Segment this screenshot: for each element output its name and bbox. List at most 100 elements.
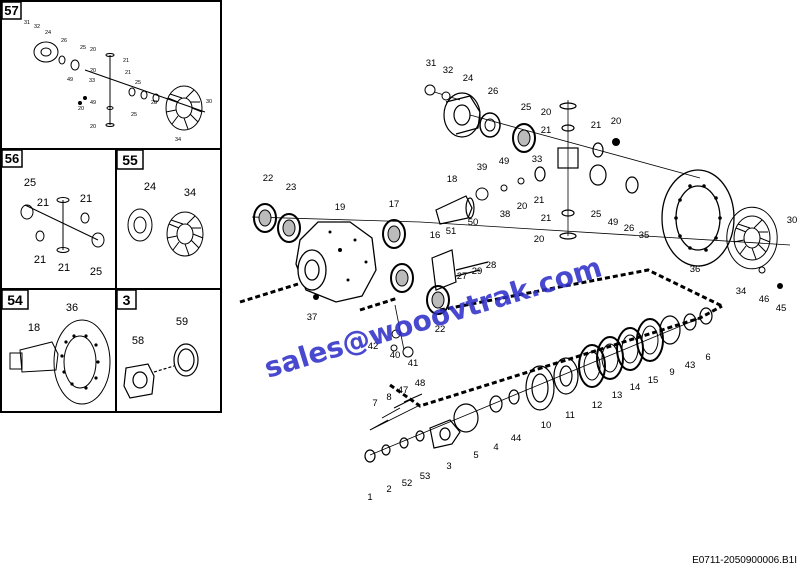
svg-text:17: 17 [389,199,400,210]
svg-text:20: 20 [90,124,96,130]
svg-text:8: 8 [386,392,391,403]
svg-text:58: 58 [132,335,144,347]
panel-55-label: 55 [122,152,138,168]
svg-text:21: 21 [534,195,545,206]
svg-text:19: 19 [335,202,346,213]
svg-text:6: 6 [705,352,710,363]
svg-text:25: 25 [24,177,36,189]
svg-text:28: 28 [151,100,157,106]
svg-text:40: 40 [390,350,401,361]
svg-text:43: 43 [685,360,696,371]
drawing-code: E0711-2050900006.B1I [692,555,797,566]
svg-text:21: 21 [123,58,129,64]
svg-text:5: 5 [473,450,478,461]
svg-text:21: 21 [37,197,49,209]
svg-text:49: 49 [608,217,619,228]
svg-text:45: 45 [776,303,787,314]
svg-text:21: 21 [80,193,92,205]
panel-57-label: 57 [4,3,18,18]
svg-text:4: 4 [493,442,498,453]
svg-text:12: 12 [592,400,603,411]
svg-text:44: 44 [511,433,522,444]
svg-text:49: 49 [67,77,73,83]
panel-3: 3 58 59 [115,288,222,413]
svg-text:3: 3 [446,461,451,472]
svg-text:59: 59 [176,316,188,328]
svg-text:21: 21 [541,213,552,224]
panel-56: 56 25 21 21 21 21 25 [0,148,117,290]
svg-text:35: 35 [639,230,650,241]
svg-text:28: 28 [486,260,497,271]
svg-text:53: 53 [420,471,431,482]
panel-54-label: 54 [7,292,23,308]
svg-text:42: 42 [368,341,379,352]
svg-text:23: 23 [286,182,297,193]
svg-text:32: 32 [34,24,40,30]
svg-text:14: 14 [630,382,641,393]
svg-text:46: 46 [759,294,770,305]
main-assembly [239,84,791,463]
svg-text:25: 25 [591,209,602,220]
svg-text:20: 20 [534,234,545,245]
svg-text:1: 1 [367,492,372,503]
svg-text:25: 25 [135,80,141,86]
svg-text:25: 25 [131,112,137,118]
panel-57: 57 31 32 24 26 25 49 33 20 21 [0,0,222,150]
svg-text:21: 21 [34,254,46,266]
svg-text:27: 27 [457,271,468,282]
svg-text:9: 9 [669,367,674,378]
svg-text:34: 34 [736,286,747,297]
svg-text:32: 32 [443,65,454,76]
svg-text:16: 16 [430,230,441,241]
svg-text:26: 26 [624,223,635,234]
svg-text:49: 49 [499,156,510,167]
svg-text:13: 13 [612,390,623,401]
svg-text:25: 25 [90,266,102,278]
svg-text:30: 30 [206,99,212,105]
svg-text:36: 36 [66,302,78,314]
svg-text:47: 47 [398,385,409,396]
svg-text:34: 34 [184,187,196,199]
svg-text:33: 33 [89,78,95,84]
svg-text:20: 20 [517,201,528,212]
svg-text:36: 36 [690,264,701,275]
svg-text:31: 31 [24,20,30,26]
svg-text:20: 20 [78,106,84,112]
svg-text:21: 21 [541,125,552,136]
svg-text:25: 25 [80,45,86,51]
svg-text:49: 49 [90,100,96,106]
svg-text:30: 30 [787,215,798,226]
svg-text:22: 22 [263,173,274,184]
svg-text:24: 24 [463,73,474,84]
svg-text:51: 51 [446,226,457,237]
svg-text:38: 38 [500,209,511,220]
svg-text:33: 33 [532,154,543,165]
svg-text:15: 15 [648,375,659,386]
svg-text:52: 52 [402,478,413,489]
panel-54: 54 36 18 [0,288,117,413]
svg-text:48: 48 [415,378,426,389]
svg-text:37: 37 [307,312,318,323]
main-callouts: 31 32 24 26 25 20 21 21 20 49 33 39 18 2… [263,58,798,503]
svg-text:26: 26 [488,86,499,97]
svg-text:22: 22 [435,324,446,335]
svg-text:39: 39 [477,162,488,173]
svg-text:10: 10 [541,420,552,431]
svg-text:18: 18 [447,174,458,185]
svg-text:11: 11 [565,410,575,421]
panel-56-label: 56 [5,151,19,166]
svg-text:25: 25 [521,102,532,113]
svg-text:24: 24 [144,181,156,193]
panel-55: 55 24 34 [115,148,222,290]
svg-text:2: 2 [386,484,391,495]
svg-text:24: 24 [45,30,51,36]
svg-text:20: 20 [541,107,552,118]
svg-text:18: 18 [28,322,40,334]
svg-text:26: 26 [61,38,67,44]
svg-text:21: 21 [591,120,602,131]
svg-text:29: 29 [472,266,483,277]
svg-text:20: 20 [611,116,622,127]
svg-text:50: 50 [468,217,479,228]
svg-text:21: 21 [125,70,131,76]
